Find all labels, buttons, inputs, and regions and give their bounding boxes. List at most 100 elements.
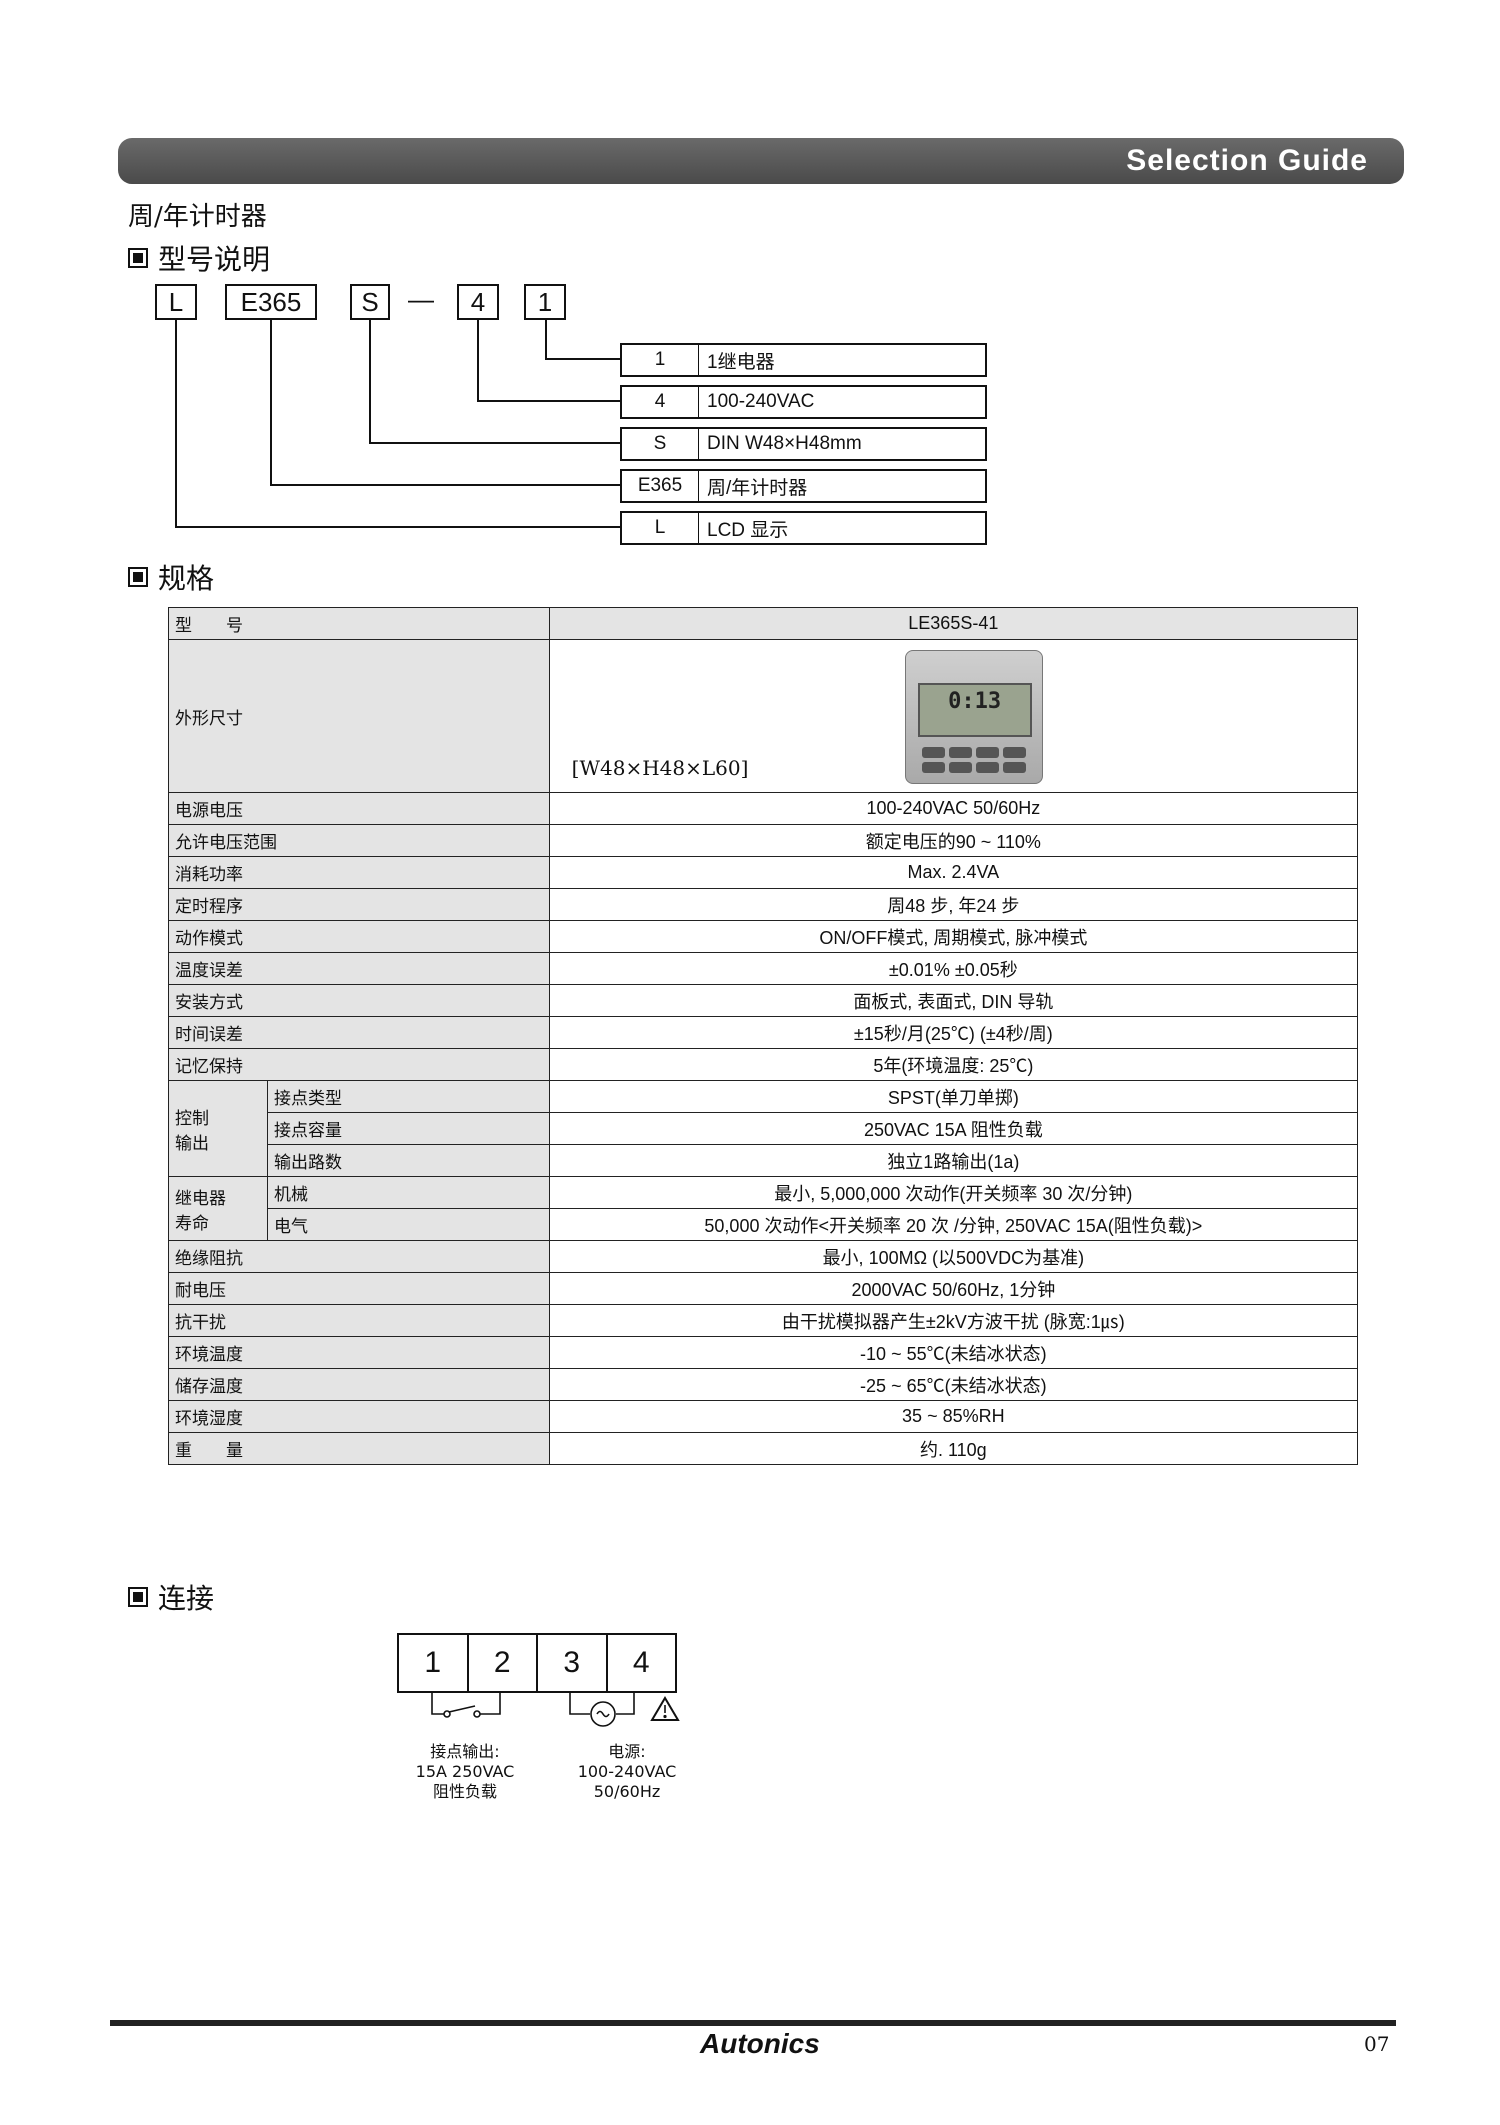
relay-life-label: 继电器 寿命	[168, 1176, 268, 1241]
table-row: 绝缘阻抗最小, 100MΩ (以500VDC为基准)	[168, 1240, 1359, 1273]
switch-contact-icon	[448, 1705, 476, 1713]
legend-row: L LCD 显示	[620, 511, 987, 545]
table-row: 温度误差±0.01% ±0.05秒	[168, 952, 1359, 985]
spec-label: 记忆保持	[168, 1048, 550, 1081]
spec-value: 最小, 100MΩ (以500VDC为基准)	[548, 1240, 1359, 1273]
code-box-e365: E365	[225, 284, 317, 320]
table-row: 环境温度-10 ~ 55℃(未结冰状态)	[168, 1336, 1359, 1369]
spec-value: ON/OFF模式, 周期模式, 脉冲模式	[548, 920, 1359, 953]
spec-label: 定时程序	[168, 888, 550, 921]
spec-sublabel: 输出路数	[267, 1144, 550, 1177]
legend-key: 1	[622, 345, 699, 375]
contact-wire	[431, 1692, 444, 1715]
spec-value: SPST(单刀单掷)	[548, 1080, 1359, 1113]
section-model-heading: 型号说明	[128, 238, 270, 278]
spec-value: 周48 步, 年24 步	[548, 888, 1359, 921]
spec-value: ±15秒/月(25℃) (±4秒/周)	[548, 1016, 1359, 1049]
connector-line	[175, 526, 620, 528]
table-row: 时间误差±15秒/月(25℃) (±4秒/周)	[168, 1016, 1359, 1049]
legend-key: 4	[622, 387, 699, 417]
section-spec-heading: 规格	[128, 557, 214, 597]
spec-table: 型 号 LE365S-41 外形尺寸 [W48×H48×L60] 0:13 电源…	[168, 607, 1359, 1465]
spec-label: 抗干扰	[168, 1304, 550, 1337]
selection-guide-banner: Selection Guide	[118, 138, 1404, 184]
spec-label: 重 量	[168, 1432, 550, 1465]
legend-value: LCD 显示	[707, 519, 789, 541]
table-row: 接点容量 250VAC 15A 阻性负载	[169, 1112, 1359, 1145]
spec-label: 消耗功率	[168, 856, 550, 889]
connector-line	[369, 442, 620, 444]
connector-line	[545, 320, 547, 360]
banner-title: Selection Guide	[1126, 144, 1368, 177]
code-box-l: L	[155, 284, 197, 320]
spec-value: -25 ~ 65℃(未结冰状态)	[548, 1368, 1359, 1401]
control-output-label: 控制 输出	[168, 1080, 268, 1177]
warning-icon	[650, 1696, 680, 1721]
square-bullet-icon	[128, 248, 148, 268]
square-bullet-icon	[128, 567, 148, 587]
contact-note-line: 接点输出:	[430, 1742, 500, 1761]
connector-line	[545, 358, 620, 360]
spec-label: 环境温度	[168, 1336, 550, 1369]
legend-row: S DIN W48×H48mm	[620, 427, 987, 461]
connector-line	[175, 320, 177, 528]
spec-label: 环境湿度	[168, 1400, 550, 1433]
spec-value: 额定电压的90 ~ 110%	[548, 824, 1359, 857]
contact-terminal-icon	[443, 1710, 451, 1718]
spec-label: 安装方式	[168, 984, 550, 1017]
table-row: 重 量约. 110g	[168, 1432, 1359, 1465]
table-row: 储存温度-25 ~ 65℃(未结冰状态)	[168, 1368, 1359, 1401]
connector-line	[369, 320, 371, 444]
table-row: 输出路数 独立1路输出(1a)	[169, 1144, 1359, 1177]
terminal-2: 2	[469, 1635, 538, 1691]
power-note-line: 100-240VAC	[577, 1762, 677, 1781]
section-spec-title: 规格	[158, 562, 215, 595]
legend-key: L	[622, 513, 699, 543]
table-row: 电气 50,000 次动作<开关频率 20 次 /分钟, 250VAC 15A(…	[169, 1208, 1359, 1241]
legend-row: E365 周/年计时器	[620, 469, 987, 503]
spec-label: 动作模式	[168, 920, 550, 953]
code-box-4: 4	[457, 284, 499, 320]
spec-value: 250VAC 15A 阻性负载	[548, 1112, 1359, 1145]
power-note-line: 电源:	[608, 1742, 646, 1761]
spec-value: LE365S-41	[548, 607, 1359, 640]
product-image: 0:13	[904, 650, 1043, 784]
code-box-1: 1	[524, 284, 566, 320]
spec-label: 耐电压	[168, 1272, 550, 1305]
page-subtitle: 周/年计时器	[128, 202, 267, 232]
legend-value: 周/年计时器	[707, 477, 808, 499]
legend-row: 4 100-240VAC	[620, 385, 987, 419]
spec-value: 由干扰模拟器产生±2kV方波干扰 (脉宽:1㎲)	[548, 1304, 1359, 1337]
spec-sublabel: 机械	[267, 1176, 550, 1209]
legend-key: E365	[622, 471, 699, 501]
contact-output-note: 接点输出: 15A 250VAC 阻性负载	[405, 1742, 525, 1802]
spec-value: ±0.01% ±0.05秒	[548, 952, 1359, 985]
lcd-display: 0:13	[917, 683, 1032, 737]
spec-label: 时间误差	[168, 1016, 550, 1049]
table-row: 型 号 LE365S-41	[168, 607, 1359, 640]
table-row: 定时程序周48 步, 年24 步	[168, 888, 1359, 921]
power-note-line: 50/60Hz	[593, 1782, 661, 1801]
legend-value: 100-240VAC	[707, 391, 815, 412]
spec-label: 外形尺寸	[168, 639, 550, 793]
code-box-s: S	[350, 284, 390, 320]
spec-value: 5年(环境温度: 25℃)	[548, 1048, 1359, 1081]
table-row: 控制 输出 接点类型 SPST(单刀单掷)	[168, 1080, 1359, 1177]
spec-label: 型 号	[168, 607, 550, 640]
section-model-title: 型号说明	[158, 243, 271, 276]
table-row: 外形尺寸 [W48×H48×L60] 0:13	[168, 639, 1359, 793]
connector-line	[477, 400, 620, 402]
spec-sublabel: 电气	[267, 1208, 550, 1241]
legend-value: 1继电器	[707, 351, 775, 373]
spec-value: -10 ~ 55℃(未结冰状态)	[548, 1336, 1359, 1369]
section-connection-heading: 连接	[128, 1577, 214, 1617]
spec-value: 面板式, 表面式, DIN 导轨	[548, 984, 1359, 1017]
spec-value: 100-240VAC 50/60Hz	[548, 792, 1359, 825]
legend-key: S	[622, 429, 699, 459]
ac-source-icon	[590, 1701, 616, 1727]
contact-note-line: 15A 250VAC	[415, 1762, 515, 1781]
spec-value: 2000VAC 50/60Hz, 1分钟	[548, 1272, 1359, 1305]
